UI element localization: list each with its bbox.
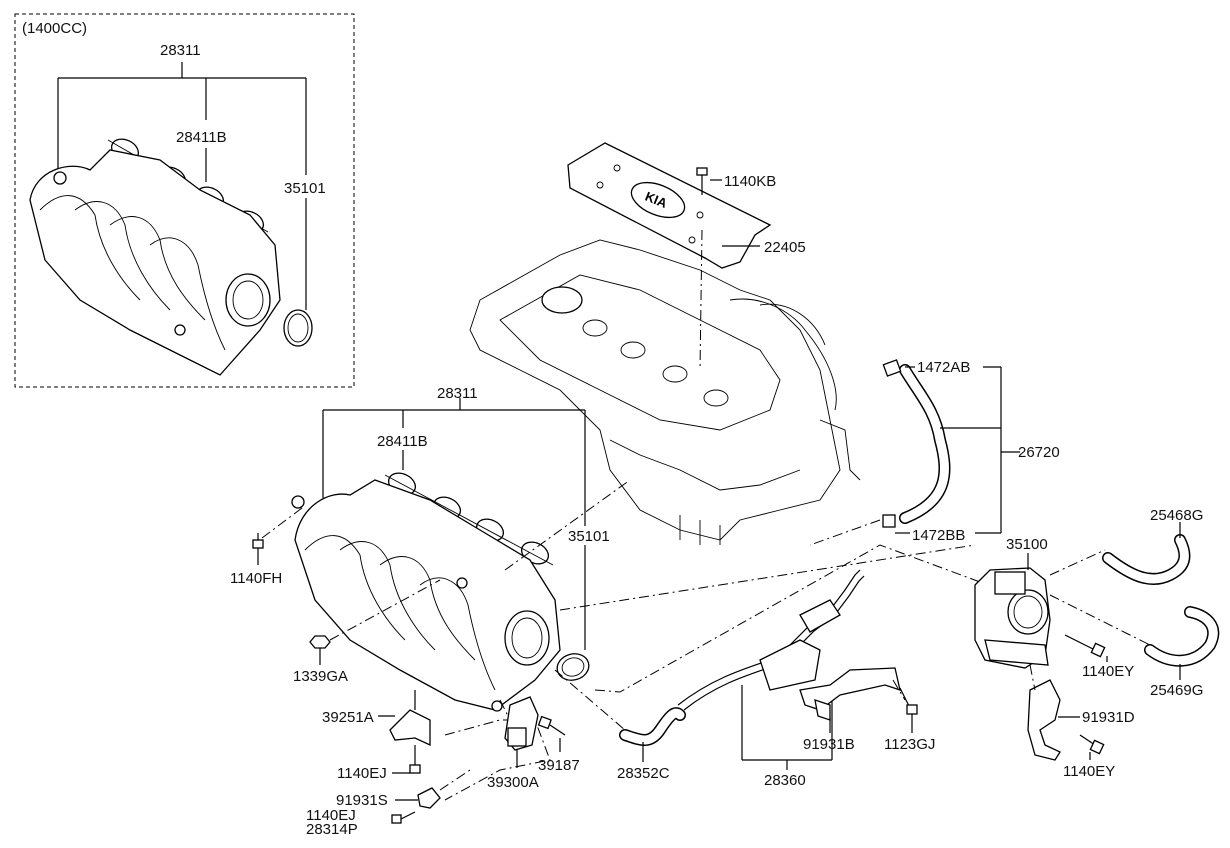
engine-cylinder-head [469,239,861,545]
hose-25468g [1102,534,1191,585]
bracket-91931d [1027,679,1061,761]
bracket-91931b [799,667,901,721]
label-1140kb: 1140KB [724,173,776,190]
kia-logo-icon [630,181,686,219]
label-39251a: 39251A [322,709,374,726]
intake-manifold-main [291,479,561,712]
bolt-1140ej-a [409,745,421,774]
hose-25469g [1144,606,1220,667]
throttle-body-35100 [974,567,1051,669]
label-39187: 39187 [538,757,580,774]
label-1472bb: 1472BB [912,527,965,544]
label-1123gj: 1123GJ [884,736,935,753]
label-35101-a: 35101 [284,180,326,197]
bolt-1123gj [899,687,918,715]
label-91931b: 91931B [803,736,855,753]
intake-manifold-1400 [29,149,281,376]
label-1339ga: 1339GA [293,668,348,685]
bolt-1140ey-b [1079,734,1105,755]
label-28411b-a: 28411B [176,129,227,146]
bolt-1140ej-b [391,811,416,824]
hose-28352c [619,707,686,746]
label-26720: 26720 [1018,444,1060,461]
label-28352c: 28352C [617,765,670,782]
label-25468g: 25468G [1150,507,1203,524]
label-91931d: 91931D [1082,709,1135,726]
label-25469g: 25469G [1150,682,1203,699]
variant-label: (1400CC) [22,20,87,37]
label-28311-b: 28311 [437,385,478,402]
bolt-1140ey-a [1064,634,1106,658]
bolt-1140fh [252,533,264,565]
vacuum-pipe-28360 [677,569,865,711]
label-28314p: 28314P [306,821,358,838]
bolt-1140kb [696,167,722,195]
label-35100: 35100 [1006,536,1048,553]
label-1140ey-a: 1140EY [1082,663,1134,680]
o-ring-35101-1400 [283,309,313,347]
bolt-39187 [537,715,566,752]
label-22405: 22405 [764,239,806,256]
label-39300a: 39300A [487,774,539,791]
sensor-39300a [504,696,539,768]
variant-box-1400cc: (1400CC) [14,13,355,388]
engine-cover-22405: KIA [567,142,772,269]
bracket-91931s [417,787,441,809]
bracket-39251a [389,690,431,747]
pcv-hose-26720 [882,359,951,528]
o-ring-35101-main [556,653,590,681]
label-1472ab: 1472AB [917,359,970,376]
label-1140ej-a: 1140EJ [337,765,387,782]
label-1140ej-b: 1140EJ [306,807,356,824]
nut-1339ga [309,635,331,649]
label-28411b-b: 28411B [377,433,428,450]
label-1140ey-b: 1140EY [1063,763,1115,780]
label-35101-b: 35101 [568,528,610,545]
label-28311-a: 28311 [160,42,201,59]
label-91931s: 91931S [336,792,388,809]
label-1140fh: 1140FH [230,570,282,587]
label-28360: 28360 [764,772,806,789]
